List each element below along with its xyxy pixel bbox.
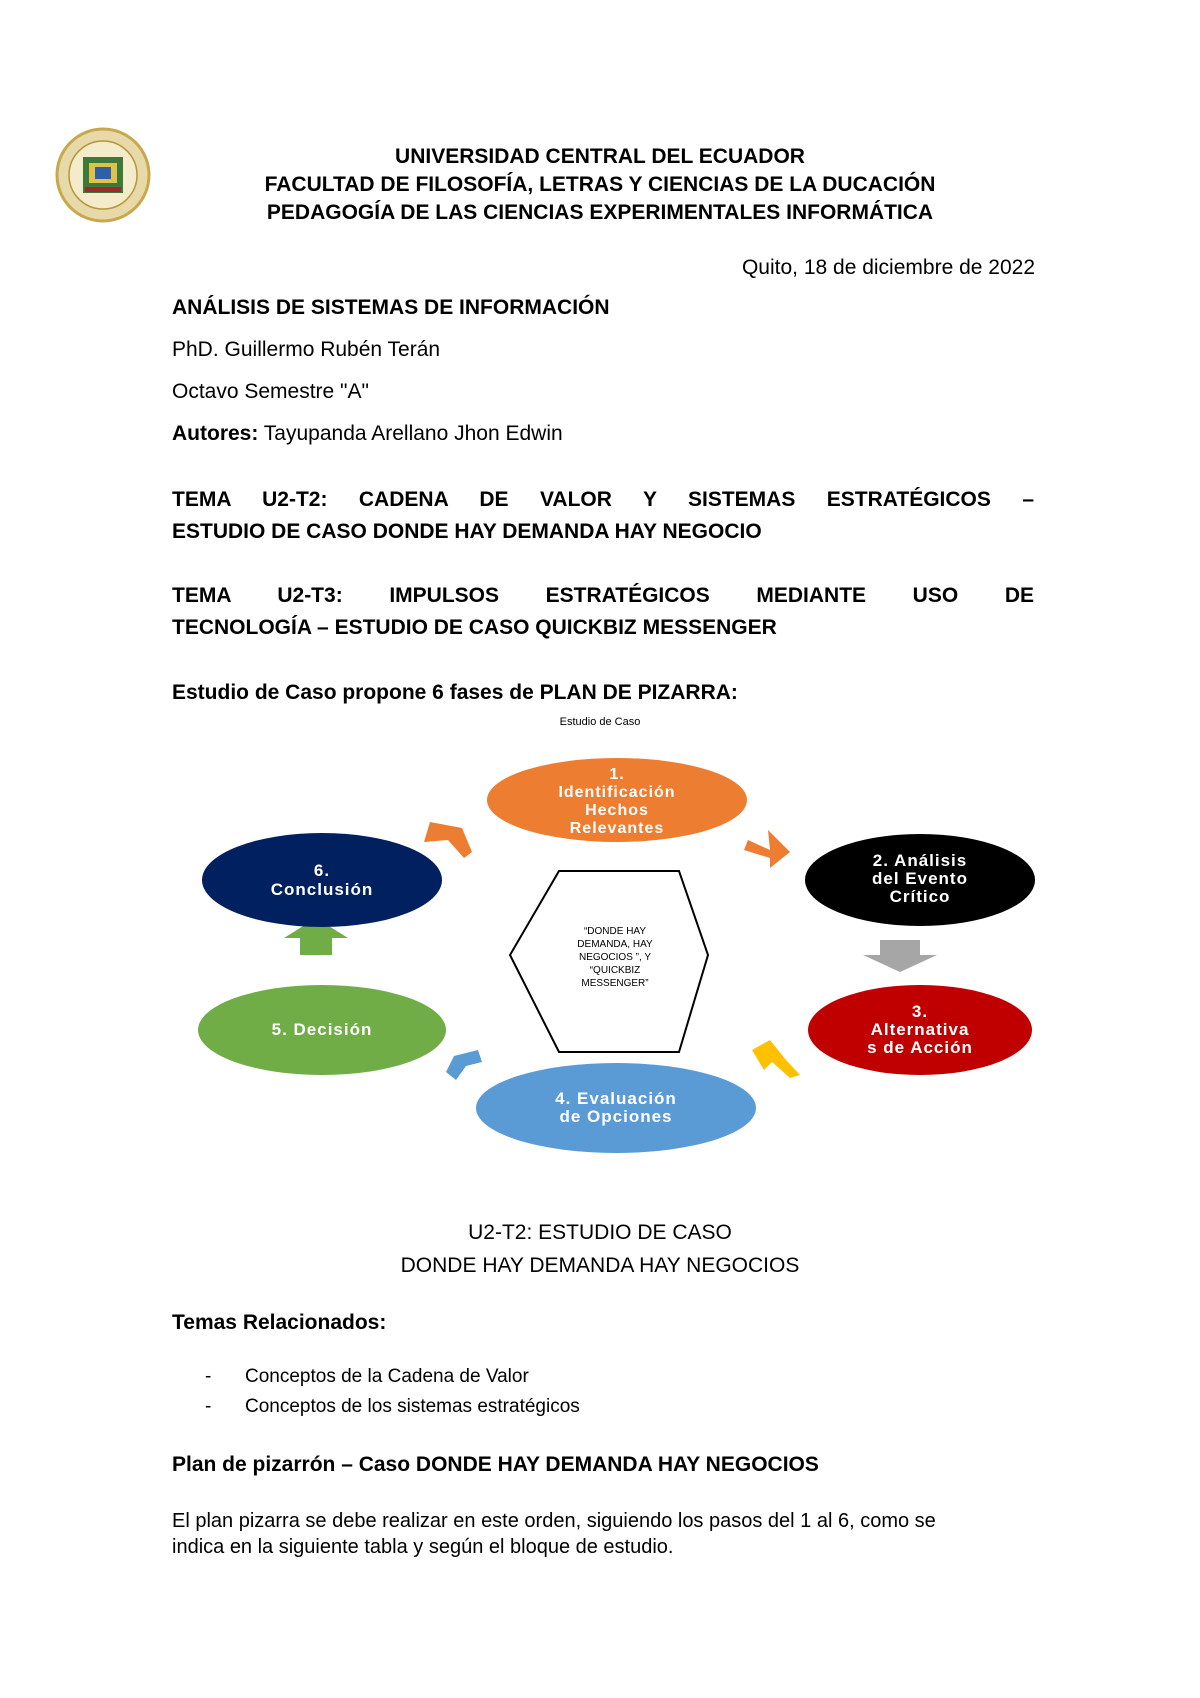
- center-hexagon: [508, 870, 710, 1053]
- phase-4-line-2: de Opciones: [559, 1107, 673, 1126]
- header-university: UNIVERSIDAD CENTRAL DEL ECUADOR: [395, 145, 805, 168]
- phase-2-label: 2. Análisis del Evento Crítico: [805, 852, 1035, 906]
- phase-1-line-3: Hechos: [585, 802, 649, 819]
- phase-2-ellipse: [805, 834, 1035, 926]
- arrow-5-to-6: [284, 918, 348, 955]
- hexagon-text: “DONDE HAY DEMANDA, HAY NEGOCIOS ”, Y “Q…: [540, 925, 690, 990]
- list-dash: -: [205, 1396, 212, 1417]
- list-item-text: Conceptos de la Cadena de Valor: [245, 1366, 529, 1387]
- authors-label: Autores:: [172, 422, 259, 445]
- arrow-1-to-2: [744, 830, 790, 868]
- tema2-line2: TECNOLOGÍA – ESTUDIO DE CASO QUICKBIZ ME…: [172, 616, 777, 639]
- phase-3-ellipse: [808, 985, 1032, 1075]
- university-seal-logo: [55, 127, 151, 223]
- plan-title: Plan de pizarrón – Caso DONDE HAY DEMAND…: [172, 1453, 819, 1476]
- section-title-line1: U2-T2: ESTUDIO DE CASO: [468, 1221, 732, 1244]
- tema1-line1: TEMA U2-T2: CADENA DE VALOR Y SISTEMAS E…: [172, 488, 1034, 511]
- arrow-6-to-1: [424, 822, 472, 858]
- hexagon-line-2: DEMANDA, HAY: [577, 939, 653, 950]
- tema2-line1: TEMA U2-T3: IMPULSOS ESTRATÉGICOS MEDIAN…: [172, 584, 1034, 607]
- phase-6-line-1: 6.: [313, 861, 331, 880]
- phase-6-line-2: Conclusión: [270, 880, 374, 899]
- header-program: PEDAGOGÍA DE LAS CIENCIAS EXPERIMENTALES…: [266, 201, 934, 224]
- authors-line: Autores: Tayupanda Arellano Jhon Edwin: [172, 421, 563, 447]
- phase-1-line-1: 1.: [609, 766, 625, 783]
- list-item: - Conceptos de la Cadena de Valor: [205, 1362, 529, 1392]
- temas-relacionados-label: Temas Relacionados:: [172, 1311, 387, 1334]
- phase-6-label: 6. Conclusión: [202, 861, 442, 899]
- phase-1-line-2: Identificación: [558, 784, 676, 801]
- phase-2-line-2: del Evento: [872, 869, 968, 888]
- authors-value: Tayupanda Arellano Jhon Edwin: [258, 422, 563, 445]
- phase-3-line-3: s de Acción: [867, 1038, 973, 1057]
- document-date: Quito, 18 de diciembre de 2022: [741, 256, 1035, 279]
- plan-paragraph-line2: indica en la siguiente tabla y según el …: [172, 1536, 674, 1558]
- arrow-2-to-3: [863, 940, 937, 972]
- hexagon-line-5: MESSENGER”: [581, 978, 649, 989]
- phase-3-line-2: Alternativa: [870, 1020, 970, 1039]
- phase-5-ellipse: [198, 985, 446, 1075]
- hexagon-line-4: “QUICKBIZ: [589, 965, 641, 976]
- phase-3-label: 3. Alternativa s de Acción: [808, 1003, 1032, 1057]
- phase-3-line-1: 3.: [911, 1002, 929, 1021]
- hexagon-line-1: “DONDE HAY: [583, 926, 647, 937]
- teacher-name: PhD. Guillermo Rubén Terán: [172, 338, 441, 361]
- phase-6-ellipse: [202, 833, 442, 927]
- phase-5-line-1: 5. Decisión: [271, 1020, 373, 1039]
- phase-2-line-3: Crítico: [889, 887, 951, 906]
- phase-4-line-1: 4. Evaluación: [555, 1089, 677, 1108]
- list-dash: -: [205, 1366, 212, 1387]
- diagram-title: Estudio de Caso: [559, 716, 641, 728]
- arrow-3-to-4: [752, 1040, 800, 1078]
- course-title: ANÁLISIS DE SISTEMAS DE INFORMACIÓN: [172, 296, 610, 319]
- phase-5-label: 5. Decisión: [198, 1020, 446, 1040]
- list-item: - Conceptos de los sistemas estratégicos: [205, 1392, 580, 1422]
- header-faculty: FACULTAD DE FILOSOFÍA, LETRAS Y CIENCIAS…: [264, 173, 936, 196]
- phase-1-line-4: Relevantes: [569, 820, 665, 837]
- hexagon-line-3: NEGOCIOS ”, Y: [578, 952, 652, 963]
- phase-4-label: 4. Evaluación de Opciones: [476, 1090, 756, 1126]
- phase-4-ellipse: [476, 1063, 756, 1153]
- section-title-line2: DONDE HAY DEMANDA HAY NEGOCIOS: [400, 1254, 800, 1277]
- phase-1-ellipse: [487, 758, 747, 842]
- plan-paragraph-line1: El plan pizarra se debe realizar en este…: [172, 1510, 936, 1532]
- plan-intro: Estudio de Caso propone 6 fases de PLAN …: [172, 681, 738, 704]
- phase-1-label: 1. Identificación Hechos Relevantes: [487, 766, 747, 838]
- tema1-line2: ESTUDIO DE CASO DONDE HAY DEMANDA HAY NE…: [172, 520, 762, 543]
- arrow-4-to-5: [446, 1050, 482, 1080]
- semester: Octavo Semestre "A": [172, 380, 369, 403]
- phase-2-line-1: 2. Análisis: [872, 851, 968, 870]
- list-item-text: Conceptos de los sistemas estratégicos: [245, 1396, 580, 1417]
